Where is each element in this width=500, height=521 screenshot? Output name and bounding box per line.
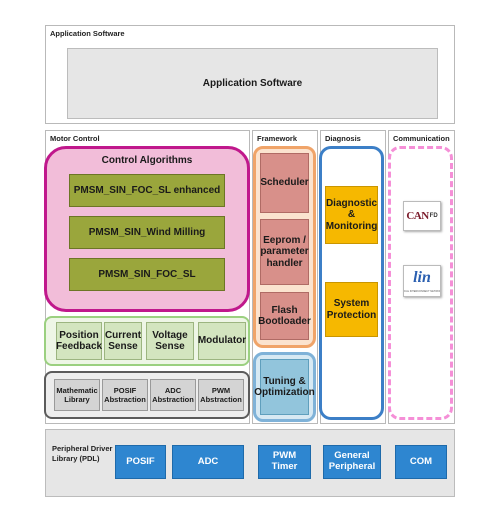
motor-control-section-label: Motor Control [50,134,100,143]
system-protection-box: System Protection [325,282,378,337]
framework-group: Scheduler Eeprom / parameter handler Fla… [253,146,316,348]
communication-section-label: Communication [393,134,450,143]
algorithm-foc-sl: PMSM_SIN_FOC_SL [69,258,225,291]
tuning-optimization-box: Tuning & Optimization [254,359,315,415]
pdl-posif-box: POSIF [115,445,166,479]
can-fd-logo-superscript: FD [429,213,438,219]
current-sense-box: Current Sense [104,322,142,360]
application-software-box-label: Application Software [202,78,303,89]
pwm-abstraction-box: PWM Abstraction [198,379,244,411]
eeprom-parameter-handler-box: Eeprom / parameter handler [260,219,309,285]
tuning-group: Tuning & Optimization [253,352,316,422]
posif-abstraction-box: POSIF Abstraction [102,379,148,411]
modulator-box: Modulator [198,322,246,360]
application-software-box: Application Software [67,48,438,119]
framework-section-label: Framework [257,134,298,143]
pdl-com-box: COM [395,445,447,479]
diagnostic-monitoring-box: Diagnostic & Monitoring [325,186,378,244]
mathematic-library-box: Mathematic Library [54,379,100,411]
lin-logo-tagline: LOCAL INTERCONNECT NETWORK [404,289,440,293]
can-fd-logo: CAN FD [403,201,441,231]
application-section-label: Application Software [50,29,125,38]
position-feedback-box: Position Feedback [56,322,102,360]
pdl-adc-box: ADC [172,445,244,479]
communication-group: CAN FD lin LOCAL INTERCONNECT NETWORK [388,146,453,420]
can-fd-logo-text: CAN [406,210,429,222]
diagnosis-section-label: Diagnosis [325,134,361,143]
algorithm-wind-milling: PMSM_SIN_Wind Milling [69,216,225,249]
sensing-group: Position Feedback Current Sense Voltage … [44,316,250,366]
algorithm-foc-sl-enhanced: PMSM_SIN_FOC_SL enhanced [69,174,225,207]
application-software-section: Application Software Application Softwar… [45,25,455,124]
pdl-pwm-timer-box: PWM Timer [258,445,311,479]
control-algorithms-title: Control Algorithms [101,154,193,166]
pdl-section: Peripheral Driver Library (PDL) POSIF AD… [45,429,455,497]
control-algorithms-group: Control Algorithms PMSM_SIN_FOC_SL enhan… [44,146,250,312]
lin-logo-text: lin [413,269,431,286]
voltage-sense-box: Voltage Sense [146,322,194,360]
lin-logo: lin LOCAL INTERCONNECT NETWORK [403,265,441,297]
scheduler-box: Scheduler [260,153,309,213]
flash-bootloader-box: Flash Bootloader [258,292,311,340]
diagnosis-group: Diagnostic & Monitoring System Protectio… [319,146,384,420]
pdl-label: Peripheral Driver Library (PDL) [52,444,113,464]
libraries-group: Mathematic Library POSIF Abstraction ADC… [44,371,250,419]
adc-abstraction-box: ADC Abstraction [150,379,196,411]
pdl-general-peripheral-box: General Peripheral [323,445,381,479]
